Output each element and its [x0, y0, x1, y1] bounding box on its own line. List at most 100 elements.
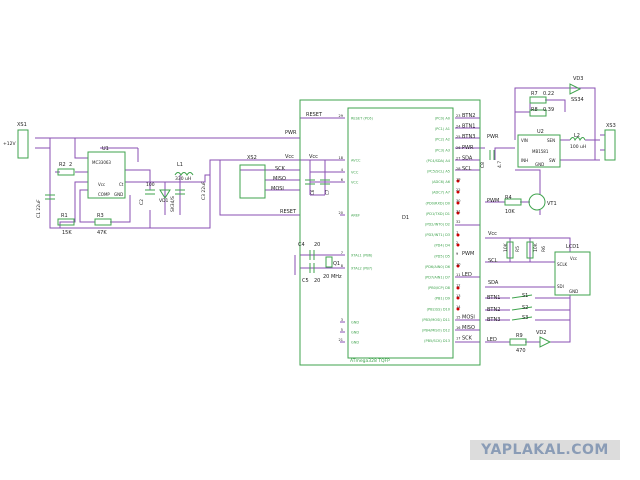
u1-chip	[87, 151, 126, 199]
mcu-right-pin-name: (ADC7) A7	[432, 191, 450, 195]
u1-label: U1	[102, 146, 109, 152]
c8-label: C8	[480, 162, 486, 168]
r9-label: R9	[516, 333, 523, 339]
mcu-right-pin-number: 24	[456, 125, 461, 129]
xs1-voltage: +12V	[3, 141, 16, 147]
s2-button	[511, 306, 533, 311]
mcu-right-pin-number: 22	[456, 188, 460, 192]
r6-label: R6	[541, 246, 547, 252]
reset-net-label-top: RESET	[306, 112, 323, 118]
mcu-right-pin-name: (PD4) D4	[434, 244, 451, 248]
xs2-connector	[239, 164, 266, 199]
s2-label: S2	[522, 305, 528, 311]
mcu-left-pin-number: 18	[339, 156, 343, 160]
mcu-left-pin-name: AVCC	[351, 159, 361, 163]
lcd-label: LCD1	[566, 244, 579, 250]
mcu-right-pin-number: 23	[456, 114, 460, 118]
vd3-diode	[569, 83, 582, 95]
mcu-right-pin-name: (PD1/TXD) D1	[426, 212, 450, 216]
c4-label: C4	[298, 242, 305, 248]
c5-label: C5	[302, 278, 309, 284]
s3-label: S3	[522, 315, 528, 321]
mcu-left-pin-number: 29	[339, 114, 343, 118]
r3-value: 47K	[97, 230, 107, 236]
parts	[17, 83, 616, 366]
vd1-label: VD1	[159, 198, 169, 204]
mcu-right-pin-number: 1	[456, 231, 458, 235]
u2-part: MB1581	[532, 149, 549, 154]
pwr-net-label-left: PWR	[285, 130, 297, 136]
mcu-right-pin-name: (PB1) D9	[434, 297, 450, 301]
mcu-right-pin-name: (PC2) A2	[435, 138, 450, 142]
mcu-right-pin-number: 10	[456, 262, 460, 266]
r3-label: R3	[97, 213, 104, 219]
btn2-net-label-right: BTN2	[487, 307, 500, 313]
mcu-right-pin-number: 26	[456, 146, 460, 150]
c1-label: C1 22uF	[36, 199, 42, 218]
u2-label: U2	[537, 129, 544, 135]
pwm-net-label-right: PWM	[487, 198, 499, 204]
u2-pin-inh: INH	[521, 158, 528, 163]
mcu-left-pin-name: AREF	[351, 214, 360, 218]
led-net-label-right: LED	[487, 337, 497, 343]
q1-label: Q1	[333, 261, 340, 267]
btn1-net-label-right: BTN1	[487, 295, 500, 301]
u2-pin-sen: SEN	[547, 138, 555, 143]
mcu-left-pin-number: 4	[341, 168, 344, 172]
r5-label: R5	[515, 246, 521, 252]
mcu-right-pin-name: (PD5) D5	[434, 254, 450, 258]
r8-resistor	[529, 109, 547, 117]
vd1-value: SK34/S	[170, 196, 176, 212]
mcu-right-pin-net: MOSI	[462, 314, 475, 320]
mcu-right-pin-net: PWM	[462, 251, 474, 257]
mcu-left-pin-number: 21	[339, 338, 343, 342]
mcu-left-pin-name: RESET (PC6)	[351, 117, 373, 121]
r5-resistor	[506, 241, 514, 259]
mcu-frame	[299, 99, 481, 366]
mcu-body	[347, 107, 454, 359]
l1-inductor	[174, 172, 194, 176]
c7-label: C7	[325, 189, 330, 195]
mcu-right-pin-number: 13	[456, 294, 460, 298]
sda-net-label-lcd: SDA	[488, 280, 499, 286]
mcu-right-pin-net: PWR	[462, 145, 474, 151]
mcu-right-pin-number: 9	[456, 252, 458, 256]
vd3-value: SS34	[571, 97, 584, 103]
u2-pin-sw: SW	[549, 158, 556, 163]
mcu-right-pin-number: 27	[456, 156, 460, 160]
mcu-left-pin-name: GND	[351, 341, 359, 345]
mcu-right-pin-number: 14	[456, 305, 461, 309]
mcu-right-pin-name: (PB5/SCK) D13	[424, 339, 450, 343]
q1-crystal	[325, 256, 333, 268]
r9-resistor	[509, 338, 527, 346]
mcu-right-pin-name: (PC0) A0	[435, 117, 450, 121]
xs3-connector	[604, 129, 616, 161]
mcu-left-pin-name: GND	[351, 331, 359, 335]
mcu-right-pin-name: (PB0/ICP) D8	[428, 286, 450, 290]
wires	[35, 87, 605, 343]
mcu-right-pin-name: (PB3/MOSI) D11	[422, 318, 450, 322]
u1-pin-comp: COMP	[98, 192, 110, 197]
mcu-right-pin-net: MISO	[462, 325, 475, 331]
mcu-right-pin-net: SDA	[462, 155, 473, 161]
mcu-right-pin-name: (PB4/MISO) D12	[422, 329, 450, 333]
mcu-right-pin-name: (PD2/INT0) D2	[425, 223, 450, 227]
r1-value: 15K	[62, 230, 72, 236]
lcd-pin-sclk: SCLK	[557, 262, 568, 267]
mcu-left-pin-number: 20	[339, 211, 343, 215]
u2-pin-gnd: GND	[535, 162, 544, 167]
c2-label: C2	[139, 199, 145, 205]
vt1-transistor	[528, 193, 546, 211]
c2-value: 100	[146, 182, 155, 188]
xs1-label: XS1	[17, 122, 27, 128]
mcu-right-pin-name: (PD3/INT1) D3	[425, 233, 450, 237]
mcu-left-pin-name: XTAL1 (PB6)	[351, 254, 373, 258]
reset-net-label-left: RESET	[280, 209, 297, 215]
mcu-part: ATmega328 TQFP	[350, 358, 390, 364]
mcu-right-pin-name: (PB2/SS) D10	[427, 307, 450, 311]
mcu-right-pin-name: (PC4/SDA) A4	[426, 159, 450, 163]
u2-chip	[517, 134, 561, 168]
u1-part: MC33063	[92, 160, 111, 165]
